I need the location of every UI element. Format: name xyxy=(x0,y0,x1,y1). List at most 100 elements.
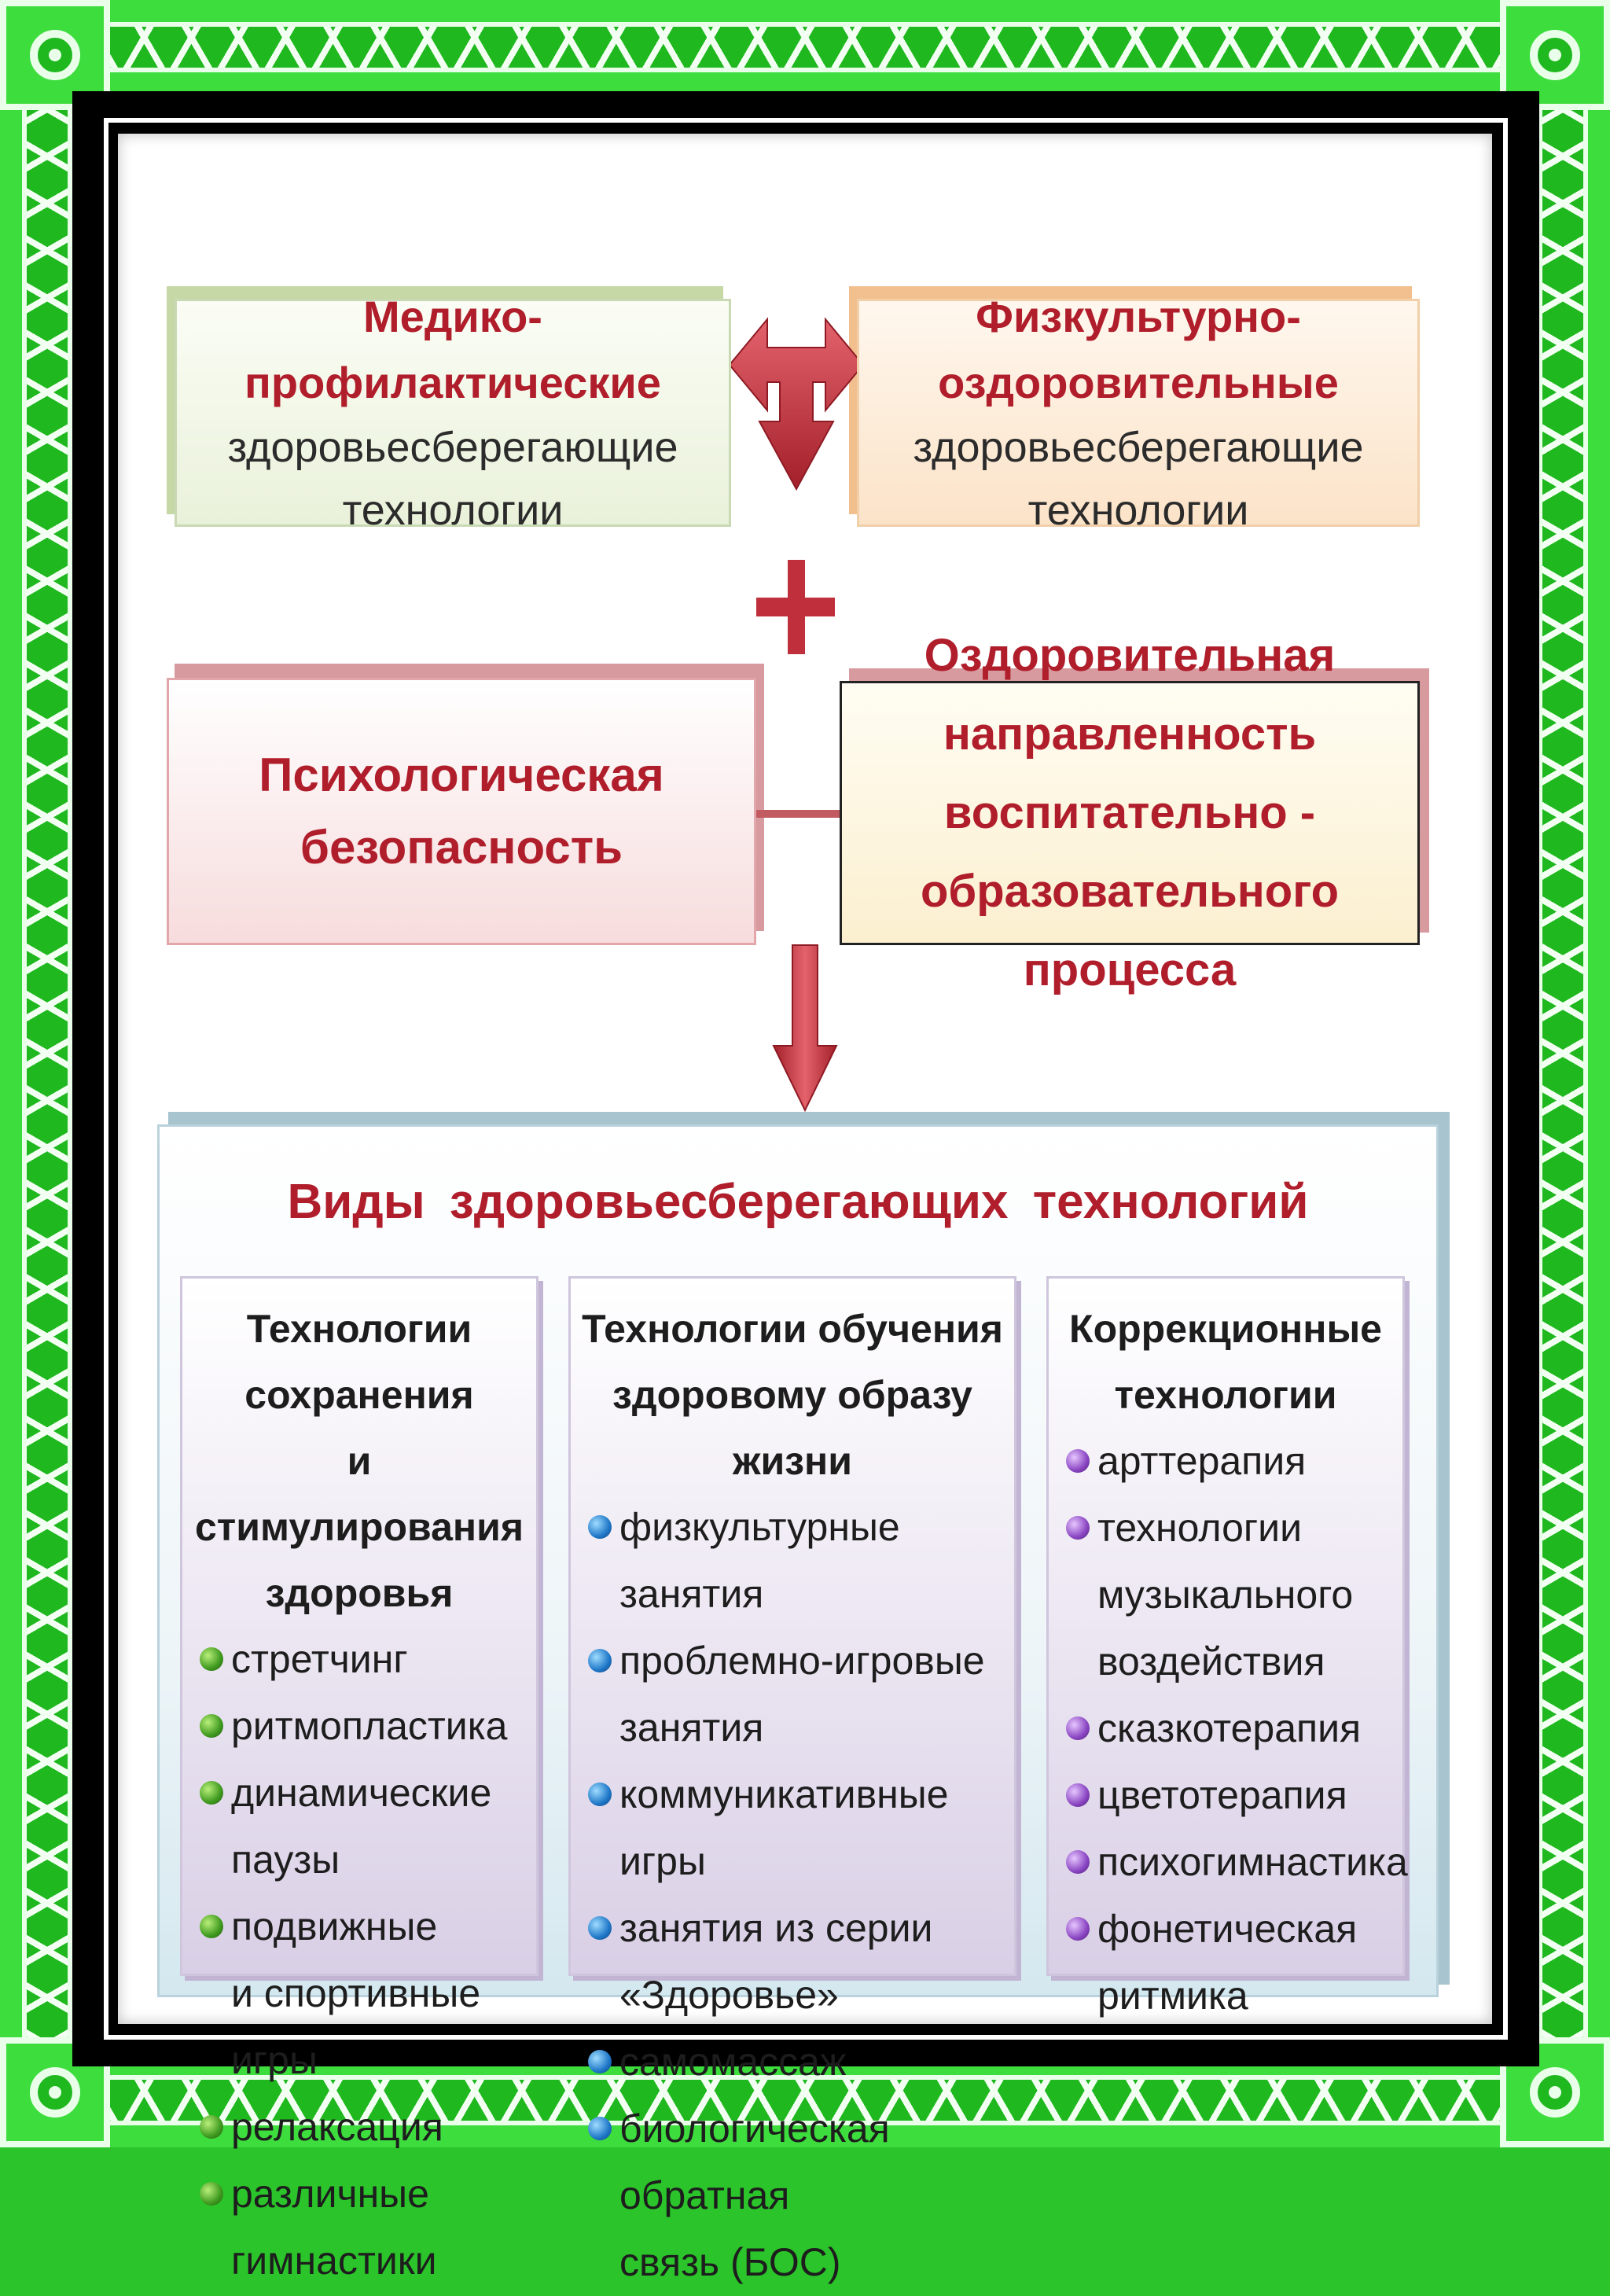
list-item-text: биологическая обратная xyxy=(619,2107,890,2217)
green-dot-icon xyxy=(200,1915,223,1938)
column-heading: Технологии сохранения и стимулирования з… xyxy=(182,1296,536,1626)
purple-dot-icon xyxy=(1066,1783,1090,1807)
list-item-text: сказкотерапия xyxy=(1097,1706,1362,1750)
health-focus-line2: воспитательно - образовательного xyxy=(920,787,1340,917)
health-focus-line1: Оздоровительная направленность xyxy=(924,630,1336,760)
blue-dot-icon xyxy=(588,2050,612,2073)
column-list: арттерапия технологии музыкального возде… xyxy=(1049,1428,1408,2029)
purple-dot-icon xyxy=(1066,1516,1090,1540)
frame-border-top xyxy=(0,0,1610,94)
column-correctional: Коррекционные технологии арттерапия техн… xyxy=(1046,1276,1408,2018)
list-item-continuation: воздействия xyxy=(1066,1628,1395,1695)
list-item: самомассаж xyxy=(588,2029,1006,2095)
column-healthy-lifestyle: Технологии обучения здоровому образу жиз… xyxy=(568,1276,1016,2284)
frame-border-bottom xyxy=(0,2053,1610,2147)
green-dot-icon xyxy=(200,2115,223,2139)
list-item-continuation: связь (БОС) xyxy=(588,2229,1006,2296)
technology-types-panel: Виды здоровьесберегающих технологий Техн… xyxy=(157,1112,1450,2284)
list-item: динамические паузы xyxy=(200,1760,528,1893)
list-item: подвижные xyxy=(200,1893,528,1960)
blue-dot-icon xyxy=(588,1515,612,1539)
list-item: технологии xyxy=(1066,1495,1395,1562)
purple-dot-icon xyxy=(1066,1449,1090,1473)
list-item-text: подвижные xyxy=(231,1904,438,1948)
down-arrow-icon xyxy=(772,944,838,1113)
column-heading: Технологии обучения здоровому образу жиз… xyxy=(571,1296,1014,1494)
blue-dot-icon xyxy=(588,1783,612,1806)
list-item: проблемно-игровые xyxy=(588,1628,1006,1694)
column-heading-line: и стимулирования xyxy=(194,1439,524,1549)
list-item-text: самомассаж xyxy=(619,2040,847,2084)
list-item-text: занятия xyxy=(619,1705,764,1750)
connector-line xyxy=(756,810,841,818)
list-item: психогимнастика xyxy=(1066,1829,1408,1896)
corner-ornament-icon xyxy=(0,0,110,110)
medical-preventive-title: Медико-профилактические xyxy=(244,292,661,407)
list-item-text: занятия из серии «Здоровье» xyxy=(619,1906,933,2017)
physical-health-box: Физкультурно-оздоровительные здоровьесбе… xyxy=(849,286,1420,534)
list-item-text: воздействия xyxy=(1097,1639,1325,1683)
list-item-text: ритмопластика xyxy=(231,1704,508,1748)
list-item-continuation: музыкального xyxy=(1066,1562,1395,1628)
white-frame-stripe xyxy=(104,118,1508,2040)
column-list: стретчинг ритмопластика динамические пау… xyxy=(182,1626,536,2294)
column-heading-line: Коррекционные xyxy=(1069,1307,1382,1351)
psychological-safety-line1: Психологическая xyxy=(259,749,664,801)
column-heading-line: Технологии обучения xyxy=(582,1307,1003,1351)
list-item: коммуникативные игры xyxy=(588,1761,1006,1895)
list-item: ритмопластика xyxy=(200,1693,528,1760)
list-item-text: релаксация xyxy=(231,2105,443,2149)
health-focus-box: Оздоровительная направленность воспитате… xyxy=(840,630,1429,995)
list-item: физкультурные занятия xyxy=(588,1494,1006,1628)
list-item-continuation: занятия xyxy=(588,1694,1006,1761)
purple-dot-icon xyxy=(1066,1716,1090,1740)
list-item: биологическая обратная xyxy=(588,2095,1006,2229)
list-item: фонетическая ритмика xyxy=(1066,1896,1395,2029)
list-item: различные гимнастики xyxy=(200,2161,528,2294)
medical-preventive-box: Медико-профилактические здоровьесберегаю… xyxy=(167,286,731,534)
blue-dot-icon xyxy=(588,1916,612,1940)
purple-dot-icon xyxy=(1066,1850,1090,1874)
list-item-text: музыкального xyxy=(1097,1573,1354,1617)
blue-dot-icon xyxy=(588,2117,612,2140)
list-item-text: и спортивные игры xyxy=(231,1971,481,2082)
list-item-text: проблемно-игровые xyxy=(619,1639,985,1683)
panel-title: Виды здоровьесберегающих технологий xyxy=(287,1175,1309,1229)
green-dot-icon xyxy=(200,1714,223,1738)
physical-health-subtitle: здоровьесберегающие технологии xyxy=(913,424,1364,534)
physical-health-title: Физкультурно-оздоровительные xyxy=(938,292,1339,407)
list-item-text: психогимнастика xyxy=(1097,1840,1408,1884)
green-dot-icon xyxy=(200,2182,223,2206)
psychological-safety-line2: безопасность xyxy=(300,821,623,874)
list-item: занятия из серии «Здоровье» xyxy=(588,1895,1006,2029)
list-item-text: арттерапия xyxy=(1097,1439,1307,1483)
list-item-text: физкультурные занятия xyxy=(619,1505,900,1616)
list-item-text: связь (БОС) xyxy=(619,2240,841,2284)
list-item-text: цветотерапия xyxy=(1097,1773,1347,1817)
list-item-text: динамические паузы xyxy=(231,1771,492,1882)
list-item-text: различные гимнастики xyxy=(231,2172,437,2283)
plus-icon xyxy=(756,560,835,654)
list-item-text: фонетическая ритмика xyxy=(1097,1907,1358,2018)
list-item: стретчинг xyxy=(200,1626,528,1693)
blue-dot-icon xyxy=(588,1649,612,1672)
column-heading-line: Технологии сохранения xyxy=(244,1307,474,1417)
column-heading-line: здоровому образу жизни xyxy=(612,1373,972,1483)
t-double-arrow-icon xyxy=(728,317,865,491)
list-item-text: технологии xyxy=(1097,1506,1303,1550)
list-item: сказкотерапия xyxy=(1066,1695,1395,1762)
medical-preventive-subtitle: здоровьесберегающие технологии xyxy=(227,424,678,534)
psychological-safety-box: Психологическая безопасность xyxy=(167,664,764,945)
green-dot-icon xyxy=(200,1647,223,1671)
list-item-continuation: и спортивные игры xyxy=(200,1960,528,2094)
health-focus-line3: процесса xyxy=(1023,944,1237,995)
column-list: физкультурные занятия проблемно-игровые … xyxy=(571,1494,1014,2296)
column-heading-line: технологии xyxy=(1114,1373,1337,1417)
list-item: арттерапия xyxy=(1066,1428,1395,1495)
purple-dot-icon xyxy=(1066,1917,1090,1941)
green-dot-icon xyxy=(200,1781,223,1805)
column-heading-line: здоровья xyxy=(265,1571,454,1615)
list-item: цветотерапия xyxy=(1066,1762,1395,1829)
column-heading: Коррекционные технологии xyxy=(1049,1296,1402,1428)
list-item-text: стретчинг xyxy=(231,1637,408,1681)
